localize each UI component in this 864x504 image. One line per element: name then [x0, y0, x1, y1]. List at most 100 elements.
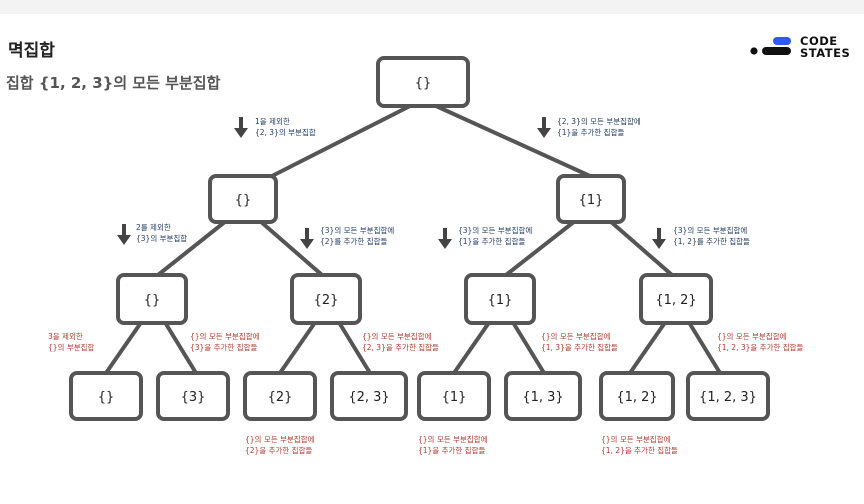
- label-line: 3을 제외한: [48, 331, 83, 341]
- label-root-left: 1을 제외한 {2, 3}의 부분집합: [255, 116, 316, 137]
- label-l2c-right: {}의 모든 부분집합에 {1, 3}을 추가한 집합들: [541, 331, 618, 352]
- label-line: {2}를 추가한 집합들: [320, 236, 387, 246]
- node-l3-6: {1, 3}: [504, 371, 582, 421]
- label-line: {1, 2}를 추가한 집합들: [673, 236, 750, 246]
- edge-l2d-right: [688, 322, 722, 375]
- label-line: {}의 모든 부분집합에: [541, 331, 611, 341]
- arrow-down-icon: [537, 117, 551, 138]
- edge-root-right: [434, 104, 592, 178]
- label-line: {1}을 추가한 집합들: [557, 127, 624, 137]
- label-l1l-left: 2를 제외한 {3}의 부분집합: [136, 222, 187, 243]
- label-l1r-right: {3}의 모든 부분집합에 {1, 2}를 추가한 집합들: [673, 225, 750, 246]
- label-line: {1, 2}을 추가한 집합들: [601, 445, 678, 455]
- node-l3-3-label: {2}: [268, 390, 293, 405]
- node-l1-right-label: {1}: [579, 193, 604, 208]
- edge-root-left: [270, 104, 412, 178]
- arrow-down-icon: [117, 224, 131, 245]
- node-root-label: {}: [415, 76, 432, 91]
- label-line: {1, 2, 3}을 추가한 집합들: [717, 342, 804, 352]
- label-line: {1}을 추가한 집합들: [418, 445, 485, 455]
- label-line: {3}의 모든 부분집합에: [673, 225, 747, 235]
- label-l1l-right: {3}의 모든 부분집합에 {2}를 추가한 집합들: [320, 225, 397, 246]
- node-l3-2-label: {3}: [181, 390, 206, 405]
- label-line: 1을 제외한: [255, 116, 290, 126]
- edge-l2d-left: [628, 322, 666, 375]
- node-l2-a-label: {}: [144, 293, 161, 308]
- edge-l2a-right: [164, 322, 198, 375]
- node-l2-a: {}: [116, 273, 188, 325]
- edge-l2b-right: [338, 322, 372, 375]
- label-line: {}의 모든 부분집합에: [717, 331, 787, 341]
- label-l1r-left: {3}의 모든 부분집합에 {1}을 추가한 집합들: [458, 225, 535, 246]
- node-l3-2: {3}: [156, 371, 230, 421]
- node-l3-7: {1, 2}: [599, 371, 675, 421]
- node-l2-c: {1}: [464, 273, 536, 325]
- label-l2d-right: {}의 모든 부분집합에 {1, 2, 3}을 추가한 집합들: [717, 331, 804, 352]
- node-l2-b: {2}: [290, 273, 362, 325]
- label-l2a-left: 3을 제외한 {}의 부분집합: [48, 331, 95, 352]
- node-l3-6-label: {1, 3}: [522, 390, 563, 405]
- label-root-right: {2, 3}의 모든 부분집합에 {1}을 추가한 집합들: [557, 116, 643, 137]
- edge-l1r-left: [504, 219, 577, 277]
- node-l3-5: {1}: [417, 371, 491, 421]
- node-l3-8-label: {1, 2, 3}: [699, 390, 757, 405]
- label-line: {1}을 추가한 집합들: [458, 236, 525, 246]
- label-line: {}의 부분집합: [48, 342, 95, 352]
- page-title: 멱집합: [8, 41, 55, 61]
- node-l1-left-label: {}: [235, 193, 252, 208]
- node-l3-8: {1, 2, 3}: [686, 371, 770, 421]
- node-l3-1-label: {}: [98, 390, 115, 405]
- label-l2b-right: {}의 모든 부분집합에 {2, 3}을 추가한 집합들: [362, 331, 439, 352]
- label-line: {}의 모든 부분집합에: [362, 331, 432, 341]
- edge-l2a-left: [104, 322, 142, 375]
- label-bottom-d: {}의 모든 부분집합에 {1, 2}을 추가한 집합들: [601, 434, 678, 455]
- page-subtitle: 집합 {1, 2, 3}의 모든 부분집합: [6, 74, 221, 92]
- tree-edges: [104, 104, 722, 375]
- arrow-down-icon: [652, 228, 666, 249]
- label-line: {}의 모든 부분집합에: [601, 434, 671, 444]
- label-bottom-c: {}의 모든 부분집합에 {1}을 추가한 집합들: [418, 434, 490, 455]
- label-line: {}의 모든 부분집합에: [190, 331, 260, 341]
- label-line: {2, 3}의 모든 부분집합에: [557, 116, 641, 126]
- edge-l2b-left: [278, 322, 316, 375]
- label-line: {2, 3}을 추가한 집합들: [362, 342, 439, 352]
- node-l2-c-label: {1}: [488, 293, 513, 308]
- arrow-down-icon: [234, 117, 248, 138]
- logo-text-line1: CODE: [800, 34, 838, 48]
- node-l3-3: {2}: [243, 371, 317, 421]
- label-l2a-right: {}의 모든 부분집합에 {3}을 추가한 집합들: [190, 331, 262, 352]
- arrow-down-icon: [438, 228, 452, 249]
- label-line: {}의 모든 부분집합에: [245, 434, 315, 444]
- codestates-logo: CODE STATES: [748, 34, 860, 62]
- edge-l1l-left: [156, 219, 228, 277]
- edge-l2c-left: [452, 322, 490, 375]
- label-line: {3}의 모든 부분집합에: [320, 225, 394, 235]
- label-line: {2, 3}의 부분집합: [255, 127, 316, 137]
- edge-l1r-right: [608, 219, 674, 277]
- node-l2-d: {1, 2}: [639, 273, 713, 325]
- logo-text-line2: STATES: [800, 46, 851, 60]
- logo-mark-icon: [750, 37, 791, 55]
- node-l3-4: {2, 3}: [330, 371, 408, 421]
- edge-l2c-right: [512, 322, 546, 375]
- top-bar: [0, 0, 864, 14]
- node-l3-5-label: {1}: [442, 390, 467, 405]
- edge-l1l-right: [258, 219, 324, 277]
- label-line: {3}의 부분집합: [136, 233, 187, 243]
- label-line: {2}을 추가한 집합들: [245, 445, 312, 455]
- label-bottom-b: {}의 모든 부분집합에 {2}을 추가한 집합들: [245, 434, 317, 455]
- node-l2-b-label: {2}: [314, 293, 339, 308]
- label-line: {3}을 추가한 집합들: [190, 342, 257, 352]
- node-l1-left: {}: [208, 174, 278, 224]
- label-line: 2를 제외한: [136, 222, 171, 232]
- label-line: {}의 모든 부분집합에: [418, 434, 488, 444]
- label-line: {1, 3}을 추가한 집합들: [541, 342, 618, 352]
- arrow-down-icon: [300, 228, 314, 249]
- node-l3-7-label: {1, 2}: [616, 390, 657, 405]
- node-root: {}: [376, 56, 470, 108]
- node-l3-4-label: {2, 3}: [348, 390, 389, 405]
- node-l2-d-label: {1, 2}: [655, 293, 696, 308]
- node-l3-1: {}: [69, 371, 143, 421]
- label-line: {3}의 모든 부분집합에: [458, 225, 532, 235]
